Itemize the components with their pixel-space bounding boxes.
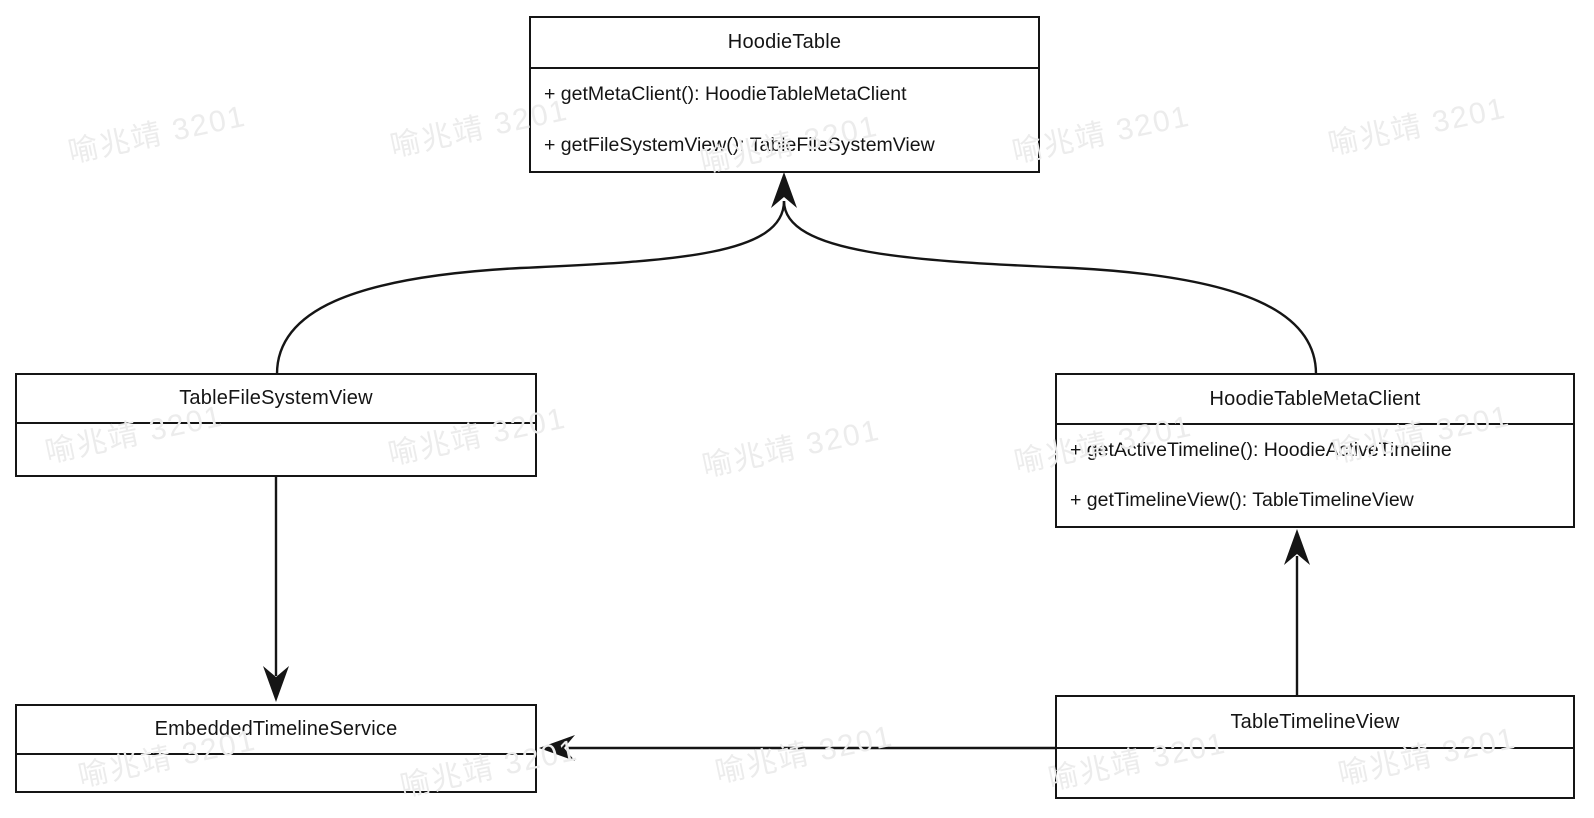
method-getmetaclient: + getMetaClient(): HoodieTableMetaClient xyxy=(544,83,907,105)
arrowhead-to-embeddedtimelineservice-right xyxy=(539,735,575,761)
class-tabletimelineview-empty-compartment xyxy=(1057,749,1573,797)
class-hoodietablemetaclient: HoodieTableMetaClient + getActiveTimelin… xyxy=(1055,373,1575,528)
class-hoodietable-title: HoodieTable xyxy=(531,18,1038,69)
arrowhead-to-embeddedtimelineservice-top xyxy=(263,666,289,702)
method-gettimelineview: + getTimelineView(): TableTimelineView xyxy=(1070,489,1414,512)
arrowhead-to-hoodietablemetaclient xyxy=(1284,529,1310,565)
edge-hoodietablemetaclient-to-hoodietable xyxy=(782,200,1318,375)
class-embeddedtimelineservice: EmbeddedTimelineService xyxy=(15,704,537,793)
class-hoodietablemetaclient-title: HoodieTableMetaClient xyxy=(1057,375,1573,425)
method-getfilesystemview: + getFileSystemView(): TableFileSystemVi… xyxy=(544,134,935,156)
class-tablefilesystemview-title: TableFileSystemView xyxy=(17,375,535,424)
class-hoodietable-methods: + getMetaClient(): HoodieTableMetaClient… xyxy=(531,69,1038,171)
method-getactivetimeline: + getActiveTimeline(): HoodieActiveTimel… xyxy=(1070,438,1452,461)
class-embeddedtimelineservice-empty-compartment xyxy=(17,755,535,791)
class-tablefilesystemview: TableFileSystemView xyxy=(15,373,537,477)
class-hoodietablemetaclient-methods: + getActiveTimeline(): HoodieActiveTimel… xyxy=(1057,425,1573,526)
arrowhead-to-hoodietable xyxy=(771,172,797,208)
class-embeddedtimelineservice-title: EmbeddedTimelineService xyxy=(17,706,535,755)
class-tabletimelineview: TableTimelineView xyxy=(1055,695,1575,799)
class-tablefilesystemview-empty-compartment xyxy=(17,424,535,475)
class-hoodietable: HoodieTable + getMetaClient(): HoodieTab… xyxy=(529,16,1040,173)
edge-tablefilesystemview-to-hoodietable xyxy=(275,200,786,375)
class-tabletimelineview-title: TableTimelineView xyxy=(1057,697,1573,749)
